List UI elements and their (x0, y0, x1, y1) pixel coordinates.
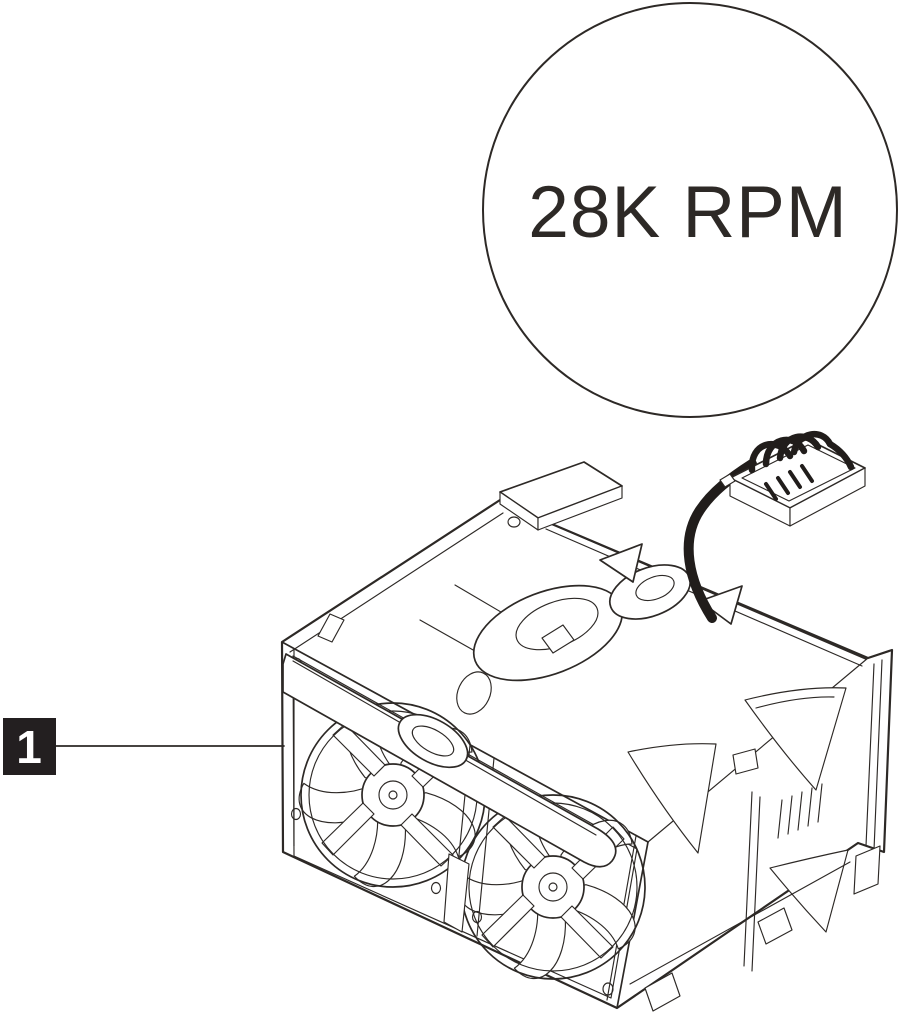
callout-box (3, 718, 56, 775)
side-vent-square (732, 748, 759, 775)
right-face-details (602, 687, 851, 996)
bottom-foot (757, 907, 793, 945)
connector-latch (719, 473, 736, 488)
rail-boss (397, 713, 469, 769)
motor-label-plate (541, 624, 575, 654)
bottom-foot (644, 972, 681, 1012)
rear-flange (853, 659, 883, 895)
callout-1: 1 (3, 718, 285, 775)
strut-tab (443, 853, 470, 933)
rear-bracket (499, 461, 623, 531)
rotor-motor-assembly (419, 543, 743, 715)
side-guard-cutout (627, 743, 717, 854)
side-vent-slits (777, 783, 823, 839)
rpm-badge: 28K RPM (482, 2, 898, 418)
side-guard-cutout (744, 687, 847, 791)
cable-coil-loops (748, 430, 855, 474)
side-guard-cutout (769, 849, 849, 933)
fan-cable-and-connector (683, 430, 866, 623)
fan-connector (719, 438, 866, 527)
connector-pins (764, 464, 814, 501)
guard-brace (699, 585, 743, 625)
callout-number: 1 (16, 721, 42, 773)
rail-slot (411, 725, 455, 757)
guard-brace (599, 543, 643, 583)
flange-foot (853, 845, 881, 895)
rpm-badge-label: 28K RPM (528, 172, 847, 253)
top-left-clip (317, 613, 345, 643)
fan-module-illustration (280, 461, 894, 1012)
rpm-badge-circle (482, 2, 898, 418)
handle-rail (282, 653, 617, 868)
screw-hole (290, 807, 302, 821)
